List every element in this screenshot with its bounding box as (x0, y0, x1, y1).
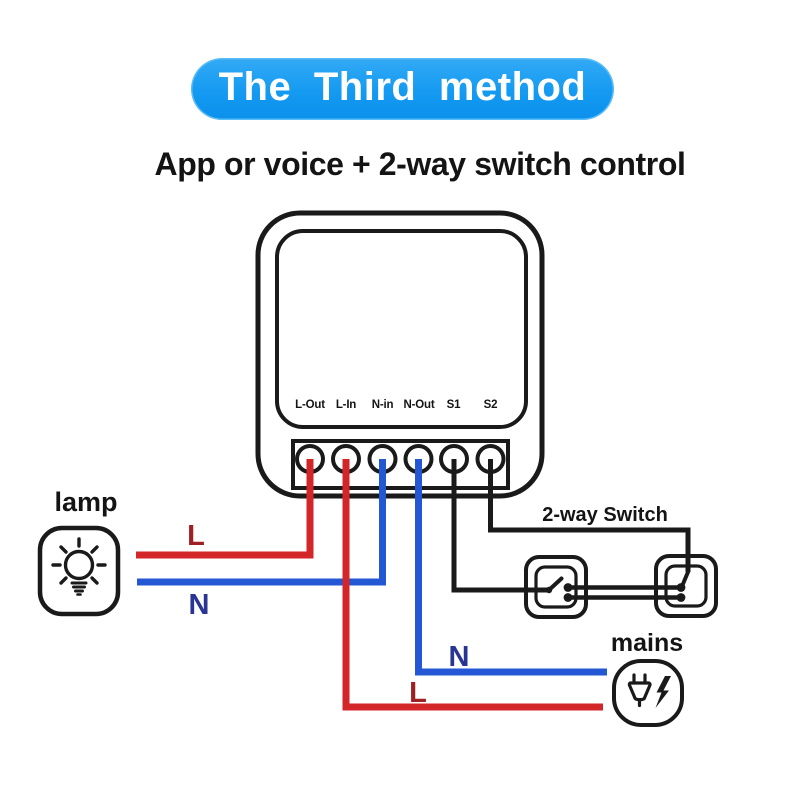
two-way-switch-caption: 2-way Switch (542, 504, 668, 526)
switch-wires (451, 459, 691, 602)
wire-l-in-to-mains (342, 459, 603, 711)
title-banner: The Third method (191, 58, 614, 120)
subtitle: App or voice + 2-way switch control (154, 146, 686, 182)
lamp-neutral-wire-label: N (188, 589, 210, 621)
mains-caption: mains (610, 629, 684, 657)
wire-n-in-to-lamp (137, 459, 386, 586)
lamp-symbol (37, 525, 121, 617)
wire-l-out-to-lamp (136, 459, 314, 559)
lamp-box (37, 525, 121, 617)
terminal-label-n-in: N-in (371, 399, 394, 411)
contact-dots (545, 583, 686, 602)
terminal-label-l-out: L-Out (295, 399, 325, 411)
lamp-caption: lamp (54, 487, 118, 517)
terminal-label-s2: S2 (483, 399, 498, 411)
mains-neutral-wire-label: N (448, 641, 470, 673)
terminal-strip (291, 439, 510, 490)
wire-s1-to-switch1 (451, 459, 549, 593)
terminal-label-l-in: L-In (335, 399, 357, 411)
lamp-live-wire-label: L (187, 520, 205, 552)
wire-n-out-to-mains (415, 459, 607, 676)
wire-s2-to-switch2 (488, 459, 691, 572)
device-inner-panel (275, 229, 528, 429)
banner-title: The Third method (218, 65, 587, 109)
live-wires (136, 459, 603, 711)
smart-switch-device (255, 210, 545, 499)
mains-symbol (612, 659, 684, 727)
neutral-wires (137, 459, 607, 676)
mains-live-wire-label: L (409, 677, 427, 709)
terminal-label-s1: S1 (446, 399, 461, 411)
lightbulb-icon (51, 537, 107, 596)
lightning-bolt (655, 676, 671, 708)
power-plug-icon (627, 673, 671, 708)
terminal-label-n-out: N-Out (403, 399, 435, 411)
